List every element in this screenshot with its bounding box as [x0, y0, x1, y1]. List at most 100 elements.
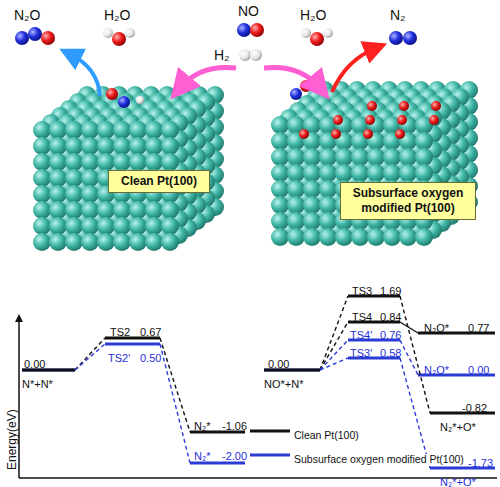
text-holder: N₂*+O* — [440, 417, 476, 435]
hydrogen-atom — [320, 88, 328, 96]
platinum-atom — [319, 212, 337, 230]
platinum-atom — [271, 164, 289, 182]
platinum-atom — [49, 121, 67, 139]
platinum-atom — [33, 153, 51, 171]
platinum-atom — [113, 153, 131, 171]
pathway-line — [320, 340, 348, 370]
baseline-axis — [19, 477, 497, 479]
legend-line-sample — [250, 430, 290, 433]
text-holder: 0.76 — [380, 325, 401, 343]
text-holder: N*+N* — [22, 374, 53, 392]
surface-label-box: Subsurface oxygen modified Pt(100) — [340, 182, 476, 220]
molecule-label: N₂O — [14, 8, 40, 23]
platinum-atom — [287, 228, 305, 246]
state-label: N*+N* — [22, 378, 53, 390]
pathway-line — [320, 322, 348, 370]
energy-value: 0.76 — [380, 329, 401, 341]
state-label: N₂*+O* — [440, 421, 476, 433]
subsurface-oxygen-atom — [429, 115, 439, 125]
text-holder: 0.58 — [380, 343, 401, 361]
platinum-atom — [65, 201, 83, 219]
state-label: N₂*+O* — [440, 476, 476, 487]
subsurface-oxygen-atom — [299, 129, 309, 139]
text-holder: -1.06 — [222, 416, 247, 434]
platinum-atom — [335, 164, 353, 182]
platinum-atom — [303, 228, 321, 246]
platinum-atom — [81, 217, 99, 235]
platinum-atom — [271, 116, 289, 134]
reactant-arrow — [180, 67, 236, 88]
state-label: N₂* — [194, 450, 211, 462]
state-label: TS2' — [108, 352, 130, 364]
oxygen-atom — [41, 31, 55, 45]
oxygen-atom — [112, 32, 126, 46]
platinum-atom — [351, 228, 369, 246]
platinum-atom — [81, 169, 99, 187]
platinum-atom — [415, 228, 433, 246]
box-text: Clean Pt(100) — [121, 174, 197, 189]
platinum-atom — [33, 169, 51, 187]
text-holder: NO — [238, 2, 259, 20]
platinum-atom — [65, 185, 83, 203]
platinum-atom — [97, 137, 115, 155]
state-label: TS3 — [352, 285, 372, 297]
platinum-atom — [287, 164, 305, 182]
nitrogen-atom — [15, 31, 29, 45]
text-holder: N₂* — [194, 446, 211, 464]
energy-value: -1.73 — [468, 457, 493, 469]
legend-line-sample — [250, 454, 290, 457]
platinum-atom — [303, 212, 321, 230]
state-label: NO*+N* — [264, 378, 303, 390]
platinum-atom — [319, 164, 337, 182]
platinum-atom — [33, 233, 51, 251]
platinum-atom — [129, 233, 147, 251]
platinum-atom — [399, 228, 417, 246]
text-holder: 0.67 — [140, 322, 161, 340]
platinum-atom — [65, 169, 83, 187]
energy-value: 0.77 — [468, 322, 489, 334]
platinum-atom — [287, 212, 305, 230]
nitrogen-atom — [290, 88, 302, 100]
molecule-label: H₂O — [104, 8, 130, 23]
platinum-atom — [383, 148, 401, 166]
text-holder: -1.73 — [468, 453, 493, 471]
state-label: TS2 — [110, 326, 130, 338]
text-holder: N₂*+O* — [440, 472, 476, 487]
platinum-atom — [303, 196, 321, 214]
energy-value: 0.00 — [268, 358, 289, 370]
text-holder: Subsurface oxygen modified Pt(100) — [293, 449, 465, 467]
text-holder: 0.00 — [468, 360, 489, 378]
text-holder: N₂O — [14, 6, 40, 24]
platinum-atom — [303, 180, 321, 198]
platinum-atom — [287, 148, 305, 166]
text-holder: N₂ — [390, 6, 406, 24]
platinum-atom — [81, 233, 99, 251]
text-holder: N₂O* — [424, 360, 449, 378]
platinum-atom — [145, 201, 163, 219]
reactant-arrow — [264, 67, 320, 88]
platinum-atom — [271, 212, 289, 230]
energy-value: -0.82 — [462, 402, 487, 414]
platinum-atom — [415, 148, 433, 166]
nitrogen-atom — [237, 23, 251, 37]
subsurface-oxygen-atom — [397, 115, 407, 125]
text-holder: TS3' — [350, 343, 372, 361]
platinum-atom — [113, 217, 131, 235]
platinum-atom — [383, 228, 401, 246]
platinum-atom — [129, 153, 147, 171]
legend-text: Clean Pt(100) — [293, 430, 360, 442]
subsurface-oxygen-atom — [399, 101, 409, 111]
text-holder: H₂ — [214, 46, 230, 64]
platinum-atom — [81, 185, 99, 203]
product-arrow — [332, 48, 376, 92]
hydrogen-atom — [250, 49, 262, 61]
platinum-atom — [33, 185, 51, 203]
pathway-line — [75, 344, 105, 370]
platinum-atom — [33, 217, 51, 235]
pathway-line — [400, 340, 418, 375]
text-holder: TS3 — [352, 281, 372, 299]
subsurface-oxygen-atom — [331, 129, 341, 139]
platinum-atom — [113, 233, 131, 251]
platinum-atom — [97, 233, 115, 251]
platinum-atom — [319, 180, 337, 198]
